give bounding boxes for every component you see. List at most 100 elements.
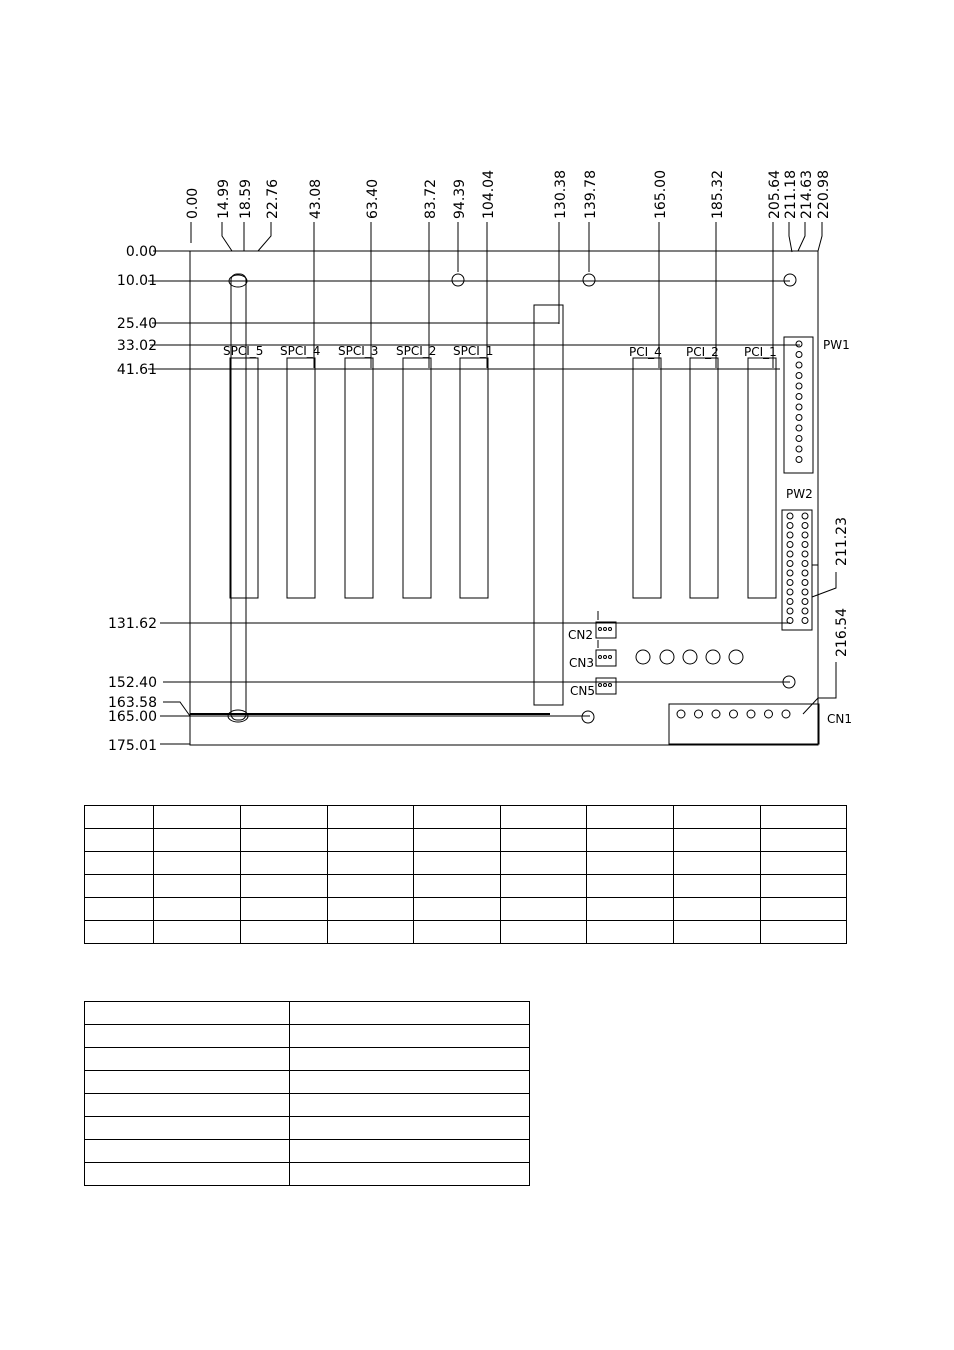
top-dim-label: 14.99 <box>216 179 232 219</box>
right-dim-211-23: 211.23 <box>834 517 850 566</box>
table-cell <box>153 805 241 829</box>
table-row <box>84 1116 531 1140</box>
table-row <box>83 805 848 829</box>
table-cell <box>239 828 329 852</box>
left-dim-label: 163.58 <box>108 695 157 711</box>
pw2-connector <box>781 509 813 631</box>
table-cell <box>327 805 415 829</box>
table-cell <box>153 828 241 852</box>
table-cell <box>499 805 588 829</box>
table-row <box>84 1070 531 1094</box>
slot-spci4 <box>286 357 316 599</box>
table-cell <box>413 874 501 898</box>
table-cell <box>288 1162 531 1186</box>
table-cell <box>499 874 588 898</box>
table-cell <box>585 828 675 852</box>
table-row <box>83 874 848 898</box>
table-cell <box>153 851 241 875</box>
pw1-label: PW1 <box>823 338 850 352</box>
right-dim-216-54: 216.54 <box>834 608 850 657</box>
cn1-connector <box>668 703 820 745</box>
top-dim-label: 94.39 <box>452 179 468 219</box>
table-cell <box>288 1139 531 1163</box>
table-cell <box>84 1070 290 1094</box>
table-cell <box>83 851 155 875</box>
table-cell <box>759 897 848 921</box>
top-dim-label: 104.04 <box>481 170 497 219</box>
table-cell <box>673 805 761 829</box>
table-cell <box>413 805 501 829</box>
table-cell <box>499 828 588 852</box>
slot-label-spci3: SPCI_3 <box>338 344 378 358</box>
left-dim-label: 10.01 <box>117 273 157 289</box>
table-cell <box>759 828 848 852</box>
slot-label-pci2: PCI_2 <box>686 345 719 359</box>
slot-pci4 <box>632 357 662 599</box>
top-dim-label: 0.00 <box>185 188 201 219</box>
dimension-table-1 <box>83 805 848 944</box>
table-cell <box>84 1024 290 1048</box>
table-row <box>83 897 848 921</box>
table-cell <box>327 874 415 898</box>
top-dim-label: 83.72 <box>423 179 439 219</box>
top-dim-label: 139.78 <box>583 170 599 219</box>
left-dim-label: 175.01 <box>108 738 157 754</box>
top-dim-label: 43.08 <box>308 179 324 219</box>
table-row <box>84 1024 531 1048</box>
table-row <box>84 1162 531 1186</box>
table-cell <box>84 1047 290 1071</box>
table-row <box>84 1047 531 1071</box>
table-row <box>84 1139 531 1163</box>
top-dim-label: 185.32 <box>710 170 726 219</box>
table-cell <box>288 1047 531 1071</box>
left-dim-label: 165.00 <box>108 709 157 725</box>
slot-spci1 <box>459 357 489 599</box>
table-cell <box>239 874 329 898</box>
table-cell <box>327 920 415 944</box>
table-cell <box>673 897 761 921</box>
table-cell <box>585 851 675 875</box>
table-cell <box>413 828 501 852</box>
table-cell <box>239 805 329 829</box>
table-cell <box>585 897 675 921</box>
top-dim-label: 63.40 <box>365 179 381 219</box>
table-cell <box>759 874 848 898</box>
slot-pci1 <box>747 357 777 599</box>
board-outline <box>189 250 819 746</box>
dimension-table-2 <box>84 1001 531 1186</box>
top-dim-label: 18.59 <box>238 179 254 219</box>
table-cell <box>84 1116 290 1140</box>
table-cell <box>239 897 329 921</box>
left-dim-label: 25.40 <box>117 316 157 332</box>
table-cell <box>84 1139 290 1163</box>
left-dim-label: 41.61 <box>117 362 157 378</box>
table-cell <box>413 897 501 921</box>
top-dim-label: 205.64 <box>767 170 783 219</box>
table-cell <box>499 897 588 921</box>
table-cell <box>239 920 329 944</box>
top-dim-label: 214.63 <box>799 170 815 219</box>
top-dim-label: 130.38 <box>553 170 569 219</box>
top-dim-label: 22.76 <box>265 179 281 219</box>
table-cell <box>499 920 588 944</box>
table-cell <box>413 851 501 875</box>
top-dim-label: 165.00 <box>653 170 669 219</box>
table-row <box>83 851 848 875</box>
table-cell <box>585 874 675 898</box>
slot-spci5 <box>229 357 259 599</box>
slot-label-spci4: SPCI_4 <box>280 344 320 358</box>
slot-spci3 <box>344 357 374 599</box>
cn5-label: CN5 <box>570 684 595 698</box>
table-row <box>83 828 848 852</box>
slot-spci2 <box>402 357 432 599</box>
table-cell <box>673 828 761 852</box>
backplane-drawing: 0.00 14.99 18.59 22.76 43.08 63.40 83.72 94.39 1… <box>108 170 852 754</box>
left-dim-label: 131.62 <box>108 616 157 632</box>
pw2-label: PW2 <box>786 487 813 501</box>
table-cell <box>327 897 415 921</box>
slot-label-pci4: PCI_4 <box>629 345 662 359</box>
cn1-label: CN1 <box>827 712 852 726</box>
left-dim-label: 33.02 <box>117 338 157 354</box>
table-cell <box>239 851 329 875</box>
pw1-connector <box>783 336 814 474</box>
